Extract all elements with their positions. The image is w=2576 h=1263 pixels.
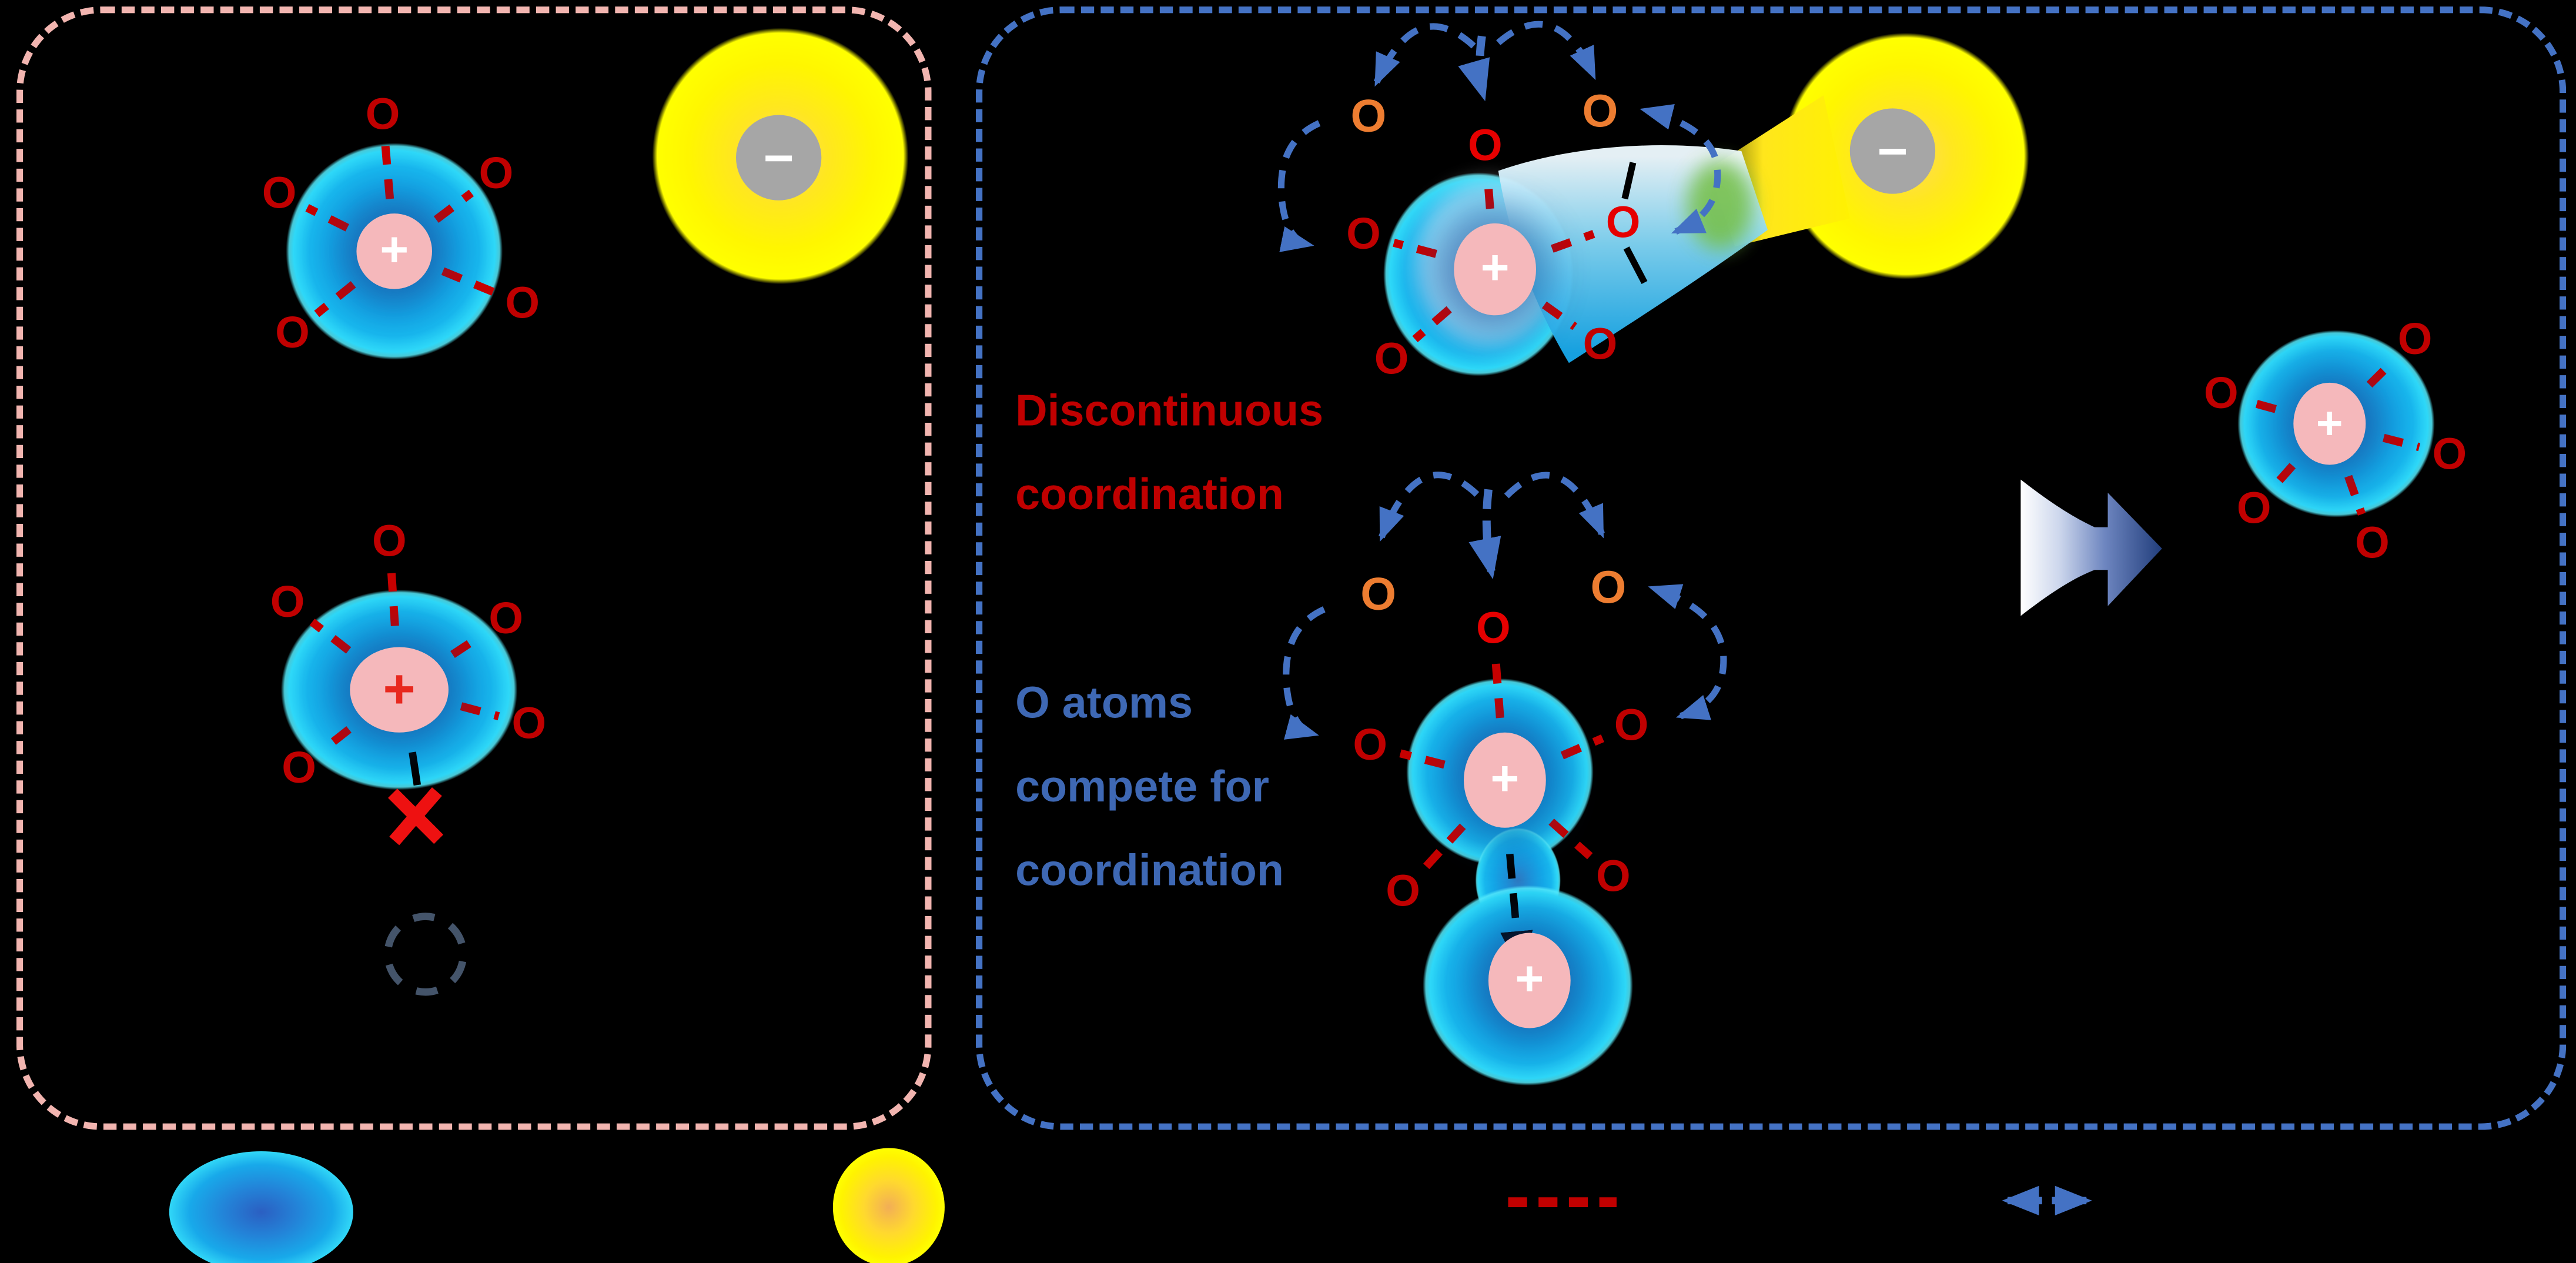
coordination-bond-line — [381, 145, 394, 199]
coordination-bond-line — [1491, 660, 1504, 719]
legend-anion-blob-yellow-icon — [832, 1148, 945, 1263]
coordination-bond-line — [1551, 230, 1595, 253]
coordination-bond-line — [2382, 433, 2421, 452]
hop-arc-far-right-icon — [1648, 584, 1727, 720]
coordination-bond-line — [1399, 749, 1446, 769]
coordination-bond-line — [450, 633, 483, 658]
bridging-bond-upper — [1621, 162, 1637, 200]
coordination-bond-line — [2271, 463, 2296, 489]
left-panel-border — [16, 6, 932, 1130]
hop-arrow-down-icon — [1468, 489, 1501, 580]
hop-arc-left-icon — [1379, 472, 1480, 542]
legend-solvent-blob-blue-icon — [169, 1151, 353, 1263]
blocked-cross-icon — [388, 787, 444, 846]
hop-arc-far-left-icon — [1283, 606, 1326, 740]
oxygen-hop-arcs-middle — [1283, 472, 1727, 740]
coordination-bond-line — [1421, 823, 1466, 872]
hop-arrow-down-icon — [1458, 35, 1490, 102]
hop-arc-far-left-icon — [1277, 120, 1321, 252]
blocked-coordination-group — [384, 751, 467, 996]
coordination-bond-line — [314, 281, 356, 318]
coordination-bond-line — [387, 573, 399, 626]
coordination-bond-line — [1393, 239, 1437, 258]
coordination-bond-line — [433, 189, 474, 223]
transformation-arrow-icon — [2020, 479, 2162, 616]
coordination-bond-line — [2366, 359, 2396, 388]
coordination-bond-line — [1483, 176, 1494, 209]
right-panel-border — [976, 6, 2567, 1130]
shared-sheath-connector — [1416, 95, 1850, 363]
aggregation-arrow-icon — [1500, 853, 1533, 972]
coordination-bond-line — [320, 726, 352, 753]
coordination-bond-line — [1560, 734, 1604, 760]
coordination-bond-line — [441, 267, 496, 296]
broken-bond-line — [409, 751, 421, 786]
coordination-bond-line — [460, 702, 500, 720]
missing-solvent-vacancy-icon — [384, 913, 467, 996]
coordination-bond-line — [305, 204, 349, 232]
coordination-bond-line — [309, 619, 352, 654]
coordination-bond-line — [1412, 306, 1452, 343]
hop-arc-left-icon — [1373, 23, 1476, 87]
coordination-bond-line — [1548, 818, 1593, 860]
coordination-bond-line — [2344, 475, 2366, 516]
coordination-bond-line — [1541, 301, 1578, 330]
coordination-bond-line — [2250, 398, 2277, 413]
coordination-bonds — [305, 145, 2421, 872]
oxygen-hop-arcs-top — [1277, 21, 1721, 252]
bridging-bond-lower — [1623, 246, 1648, 285]
hop-arc-right-icon — [1496, 21, 1597, 81]
hop-arc-right-icon — [1504, 472, 1605, 539]
